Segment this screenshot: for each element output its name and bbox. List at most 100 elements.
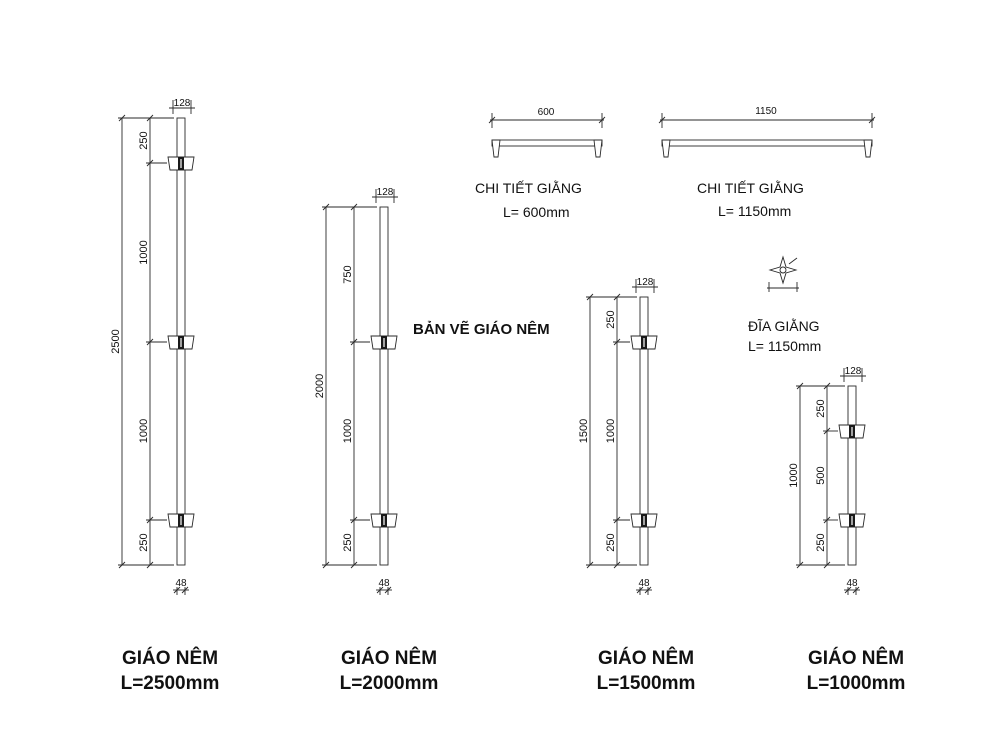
posts-layer: 2500 250 1000 1000 250 128 48 2000 750 1000 250 128… [110,98,866,595]
diameter-label: 48 [175,578,187,589]
diameter-label: 48 [378,578,390,589]
overall-dim-tick [322,203,330,211]
caption-post-1000: GIÁO NÊM L=1000mm [807,647,906,694]
segment-dim-tick [350,516,358,524]
width-label: 128 [377,187,394,198]
segment-length-label: 1000 [605,419,617,443]
segment-dim-tick [823,427,831,435]
overall-dim-tick [118,114,126,122]
overall-length-label: 2000 [314,374,326,398]
post-caption: GIÁO NÊM [808,647,904,669]
overall-length-label: 2500 [110,329,122,353]
post-tube [379,206,389,566]
post-1000: 1000 250 500 250 128 48 [788,366,866,595]
segment-dim-tick [823,561,831,569]
segment-length-label: 1000 [138,419,150,443]
segment-length-label: 250 [138,533,150,551]
segment-dim-tick [613,516,621,524]
segment-dim-tick [146,561,154,569]
segment-length-label: 1000 [138,240,150,264]
drawing-title: BẢN VẼ GIÁO NÊM [413,320,550,338]
segment-dim-tick [613,561,621,569]
segment-dim-tick [146,159,154,167]
segment-dim-tick [146,338,154,346]
segment-dim-tick [823,382,831,390]
disc-title: ĐĨA GIẰNG [748,317,820,334]
diameter-dim-tick [852,586,860,594]
diameter-dim-tick [844,586,852,594]
ledger-dim-tick-left [658,116,666,124]
segment-length-label: 250 [605,310,617,328]
ledger-600: 600 CHI TIẾT GIẰNG L= 600mm [475,107,606,220]
ledger-head-right [593,139,603,158]
segment-length-label: 500 [815,466,827,484]
post-tube [847,385,857,566]
segment-dim-tick [613,338,621,346]
segment-dim-tick [350,561,358,569]
disc-leader-line [788,257,798,265]
ledger-bar [491,139,603,147]
ledger-dim-label: 1150 [755,106,777,117]
diameter-dim-tick [173,586,181,594]
ledger-head-left [491,139,501,158]
diameter-dim-tick [636,586,644,594]
segment-dim-tick [146,114,154,122]
caption-post-1500: GIÁO NÊM L=1500mm [597,647,696,694]
diameter-dim-tick [644,586,652,594]
overall-dim-tick [796,382,804,390]
overall-dim-tick [118,561,126,569]
ledger-length-label: L= 1150mm [718,203,791,219]
width-label: 128 [845,366,862,377]
segment-length-label: 250 [815,533,827,551]
segment-length-label: 250 [815,399,827,417]
diameter-label: 48 [638,578,650,589]
diameter-dim-tick [181,586,189,594]
ledger-title: CHI TIẾT GIẰNG [475,179,582,196]
ledger-title: CHI TIẾT GIẰNG [697,179,804,196]
ledger-dim-tick-left [488,116,496,124]
segment-dim-tick [823,516,831,524]
post-length-label: L=2000mm [340,673,439,694]
ledger-head-left [661,139,671,158]
overall-dim-tick [796,561,804,569]
segment-length-label: 750 [342,265,354,283]
segment-length-label: 250 [342,533,354,551]
segment-dim-tick [350,203,358,211]
post-caption: GIÁO NÊM [598,647,694,669]
overall-length-label: 1000 [788,463,800,487]
post-1500: 1500 250 1000 250 128 48 [578,277,658,595]
post-length-label: L=1500mm [597,673,696,694]
caption-post-2500: GIÁO NÊM L=2500mm [121,647,220,694]
ledger-dim-label: 600 [538,107,555,118]
overall-length-label: 1500 [578,419,590,443]
post-caption: GIÁO NÊM [122,647,218,669]
post-2000: 2000 750 1000 250 128 48 [314,187,398,595]
segment-length-label: 1000 [342,419,354,443]
post-tube [639,296,649,566]
post-length-label: L=2500mm [121,673,220,694]
ledger-dim-tick-right [598,116,606,124]
ledger-bar [661,139,873,147]
ledger-1150: 1150 CHI TIẾT GIẰNG L= 1150mm [658,106,876,219]
diameter-dim-tick [376,586,384,594]
disc-length-label: L= 1150mm [748,338,821,354]
overall-dim-tick [586,561,594,569]
disc-detail: ĐĨA GIẰNG L= 1150mm [748,255,821,354]
overall-dim-tick [322,561,330,569]
segment-dim-tick [146,516,154,524]
caption-post-2000: GIÁO NÊM L=2000mm [340,647,439,694]
segment-length-label: 250 [605,533,617,551]
segment-dim-tick [350,338,358,346]
ledger-length-label: L= 600mm [503,204,570,220]
ledger-head-right [863,139,873,158]
disc-center-hole [779,266,787,274]
diameter-dim-tick [384,586,392,594]
post-caption: GIÁO NÊM [341,647,437,669]
post-length-label: L=1000mm [807,673,906,694]
width-label: 128 [637,277,654,288]
overall-dim-tick [586,293,594,301]
ledger-dim-tick-right [868,116,876,124]
diameter-label: 48 [846,578,858,589]
